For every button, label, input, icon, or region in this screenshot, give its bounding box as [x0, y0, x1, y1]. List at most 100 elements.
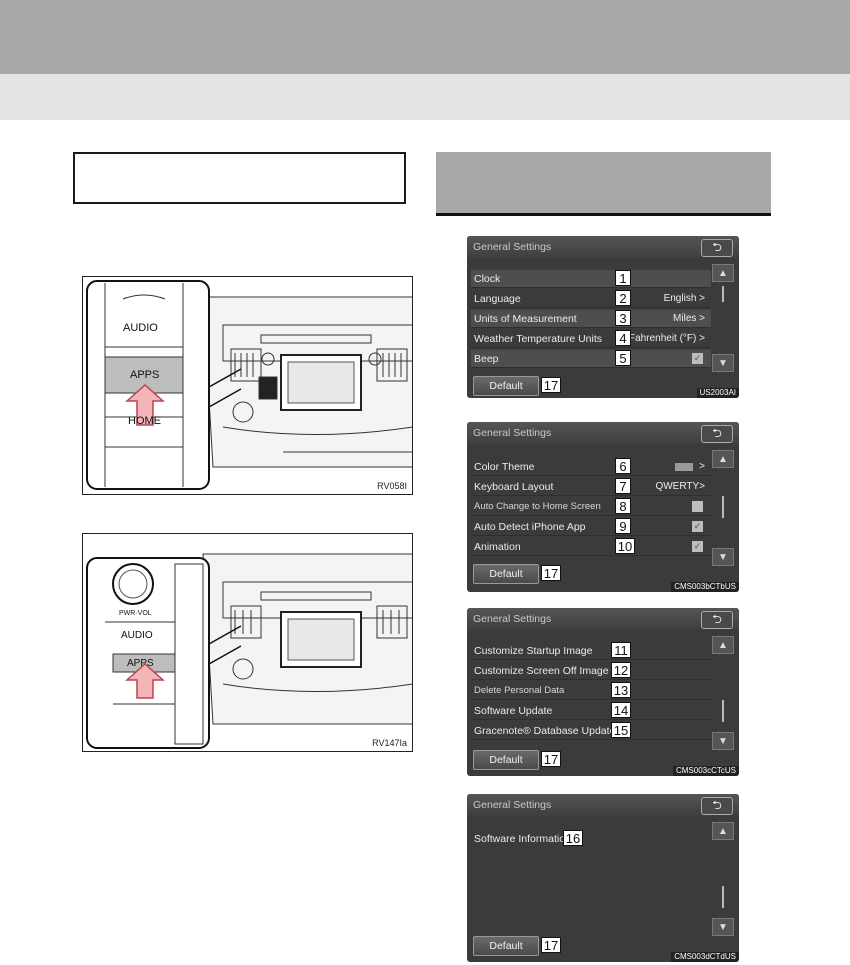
- scroll-thumb[interactable]: [722, 886, 724, 908]
- default-button[interactable]: Default: [473, 750, 539, 770]
- image-code: CMS003bCTbUS: [671, 582, 739, 592]
- setting-value: Fahrenheit (°F) >: [629, 333, 705, 344]
- callout-number: 1: [615, 270, 631, 286]
- setting-row-iphone[interactable]: Auto Detect iPhone App✓: [471, 518, 711, 536]
- image-code: CMS003dCTdUS: [671, 952, 739, 962]
- scroll-down-icon[interactable]: ▼: [712, 548, 734, 566]
- scroll-up-icon[interactable]: ▲: [712, 822, 734, 840]
- setting-row-software-info[interactable]: Software Information: [471, 830, 711, 848]
- callout-number: 10: [615, 538, 635, 554]
- checkbox-checked-icon[interactable]: ✓: [692, 353, 703, 364]
- default-button[interactable]: Default: [473, 936, 539, 956]
- default-button[interactable]: Default: [473, 376, 539, 396]
- setting-label: Software Information: [474, 833, 571, 845]
- setting-label: Weather Temperature Units: [474, 333, 603, 345]
- setting-row-auto-home[interactable]: Auto Change to Home Screen: [471, 498, 711, 516]
- callout-number: 7: [615, 478, 631, 494]
- general-settings-screen-2: General Settings ⮌ Color Theme > Keyboard…: [467, 422, 739, 592]
- setting-label: Keyboard Layout: [474, 481, 554, 493]
- callout-number: 5: [615, 350, 631, 366]
- console-illustration-2: [86, 553, 412, 749]
- setting-value: QWERTY>: [655, 481, 705, 492]
- scroll-thumb[interactable]: [722, 700, 724, 722]
- screen-title: General Settings: [473, 241, 552, 253]
- image-code: CMS003cCTcUS: [672, 766, 739, 776]
- screen-header: [467, 794, 739, 816]
- callout-number: 14: [611, 702, 631, 718]
- general-settings-screen-1: General Settings ⮌ Clock Language English…: [467, 236, 739, 398]
- setting-label: Color Theme: [474, 461, 535, 473]
- checkbox-checked-icon[interactable]: ✓: [692, 541, 703, 552]
- setting-label: Software Update: [474, 705, 553, 717]
- screen-title: General Settings: [473, 613, 552, 625]
- setting-row-gracenote[interactable]: Gracenote® Database Update: [471, 722, 711, 740]
- scroll-up-icon[interactable]: ▲: [712, 450, 734, 468]
- setting-value: English >: [663, 293, 705, 304]
- setting-value: >: [699, 461, 705, 472]
- setting-row-language[interactable]: Language English >: [471, 290, 711, 308]
- color-swatch: [675, 463, 693, 471]
- checkbox-icon[interactable]: [692, 501, 703, 512]
- setting-label: Language: [474, 293, 521, 305]
- callout-number: 8: [615, 498, 631, 514]
- callout-number: 16: [563, 830, 583, 846]
- scroll-thumb[interactable]: [722, 496, 724, 518]
- apps-button-label: APPS: [130, 369, 160, 381]
- image-code: US2003AI: [696, 388, 739, 398]
- setting-row-beep[interactable]: Beep✓: [471, 350, 711, 368]
- setting-label: Gracenote® Database Update: [474, 725, 616, 737]
- back-icon[interactable]: ⮌: [701, 611, 733, 629]
- setting-label: Animation: [474, 541, 521, 553]
- setting-label: Clock: [474, 273, 501, 285]
- figure-console-apps-home: AUDIO APPS HOME RV058I: [82, 276, 413, 495]
- callout-number: 2: [615, 290, 631, 306]
- callout-number: 6: [615, 458, 631, 474]
- setting-row-software-update[interactable]: Software Update: [471, 702, 711, 720]
- scroll-up-icon[interactable]: ▲: [712, 636, 734, 654]
- scrollbar[interactable]: ▲ ▼: [712, 450, 734, 566]
- audio-button-label: AUDIO: [123, 322, 158, 334]
- callout-number: 17: [541, 751, 561, 767]
- back-icon[interactable]: ⮌: [701, 239, 733, 257]
- scroll-down-icon[interactable]: ▼: [712, 354, 734, 372]
- setting-row-clock[interactable]: Clock: [471, 270, 711, 288]
- setting-row-color-theme[interactable]: Color Theme >: [471, 458, 711, 476]
- callout-number: 11: [611, 642, 631, 658]
- figure-code: RV147Ia: [372, 738, 407, 748]
- back-icon[interactable]: ⮌: [701, 425, 733, 443]
- scrollbar[interactable]: ▲ ▼: [712, 636, 734, 750]
- callout-number: 17: [541, 565, 561, 581]
- setting-row-screen-off-image[interactable]: Customize Screen Off Image: [471, 662, 711, 680]
- figure-code: RV058I: [377, 481, 407, 491]
- screen-title: General Settings: [473, 427, 552, 439]
- scrollbar[interactable]: ▲ ▼: [712, 264, 734, 372]
- scrollbar[interactable]: ▲ ▼: [712, 822, 734, 936]
- settings-title-bar: [436, 152, 771, 216]
- section-title-box: [73, 152, 406, 204]
- setting-row-animation[interactable]: Animation ✓: [471, 538, 711, 556]
- back-icon[interactable]: ⮌: [701, 797, 733, 815]
- setting-label: Customize Screen Off Image: [474, 665, 609, 677]
- setting-row-startup-image[interactable]: Customize Startup Image: [471, 642, 711, 660]
- default-button[interactable]: Default: [473, 564, 539, 584]
- general-settings-screen-3: General Settings ⮌ Customize Startup Ima…: [467, 608, 739, 776]
- subheader-band: [0, 74, 850, 120]
- callout-number: 15: [611, 722, 631, 738]
- screen-header: [467, 236, 739, 258]
- screen-header: [467, 422, 739, 444]
- home-button-label: HOME: [128, 415, 161, 427]
- setting-row-keyboard[interactable]: Keyboard Layout QWERTY>: [471, 478, 711, 496]
- callout-number: 4: [615, 330, 631, 346]
- checkbox-checked-icon[interactable]: ✓: [692, 521, 703, 532]
- general-settings-screen-4: General Settings ⮌ Software Information …: [467, 794, 739, 962]
- scroll-thumb[interactable]: [722, 286, 724, 302]
- screen-header: [467, 608, 739, 630]
- scroll-up-icon[interactable]: ▲: [712, 264, 734, 282]
- callout-number: 17: [541, 377, 561, 393]
- setting-label: Units of Measurement: [474, 313, 577, 325]
- setting-row-delete-data[interactable]: Delete Personal Data: [471, 682, 711, 700]
- scroll-down-icon[interactable]: ▼: [712, 918, 734, 936]
- scroll-down-icon[interactable]: ▼: [712, 732, 734, 750]
- setting-row-weather-units[interactable]: Weather Temperature Units Fahrenheit (°F)…: [471, 330, 711, 348]
